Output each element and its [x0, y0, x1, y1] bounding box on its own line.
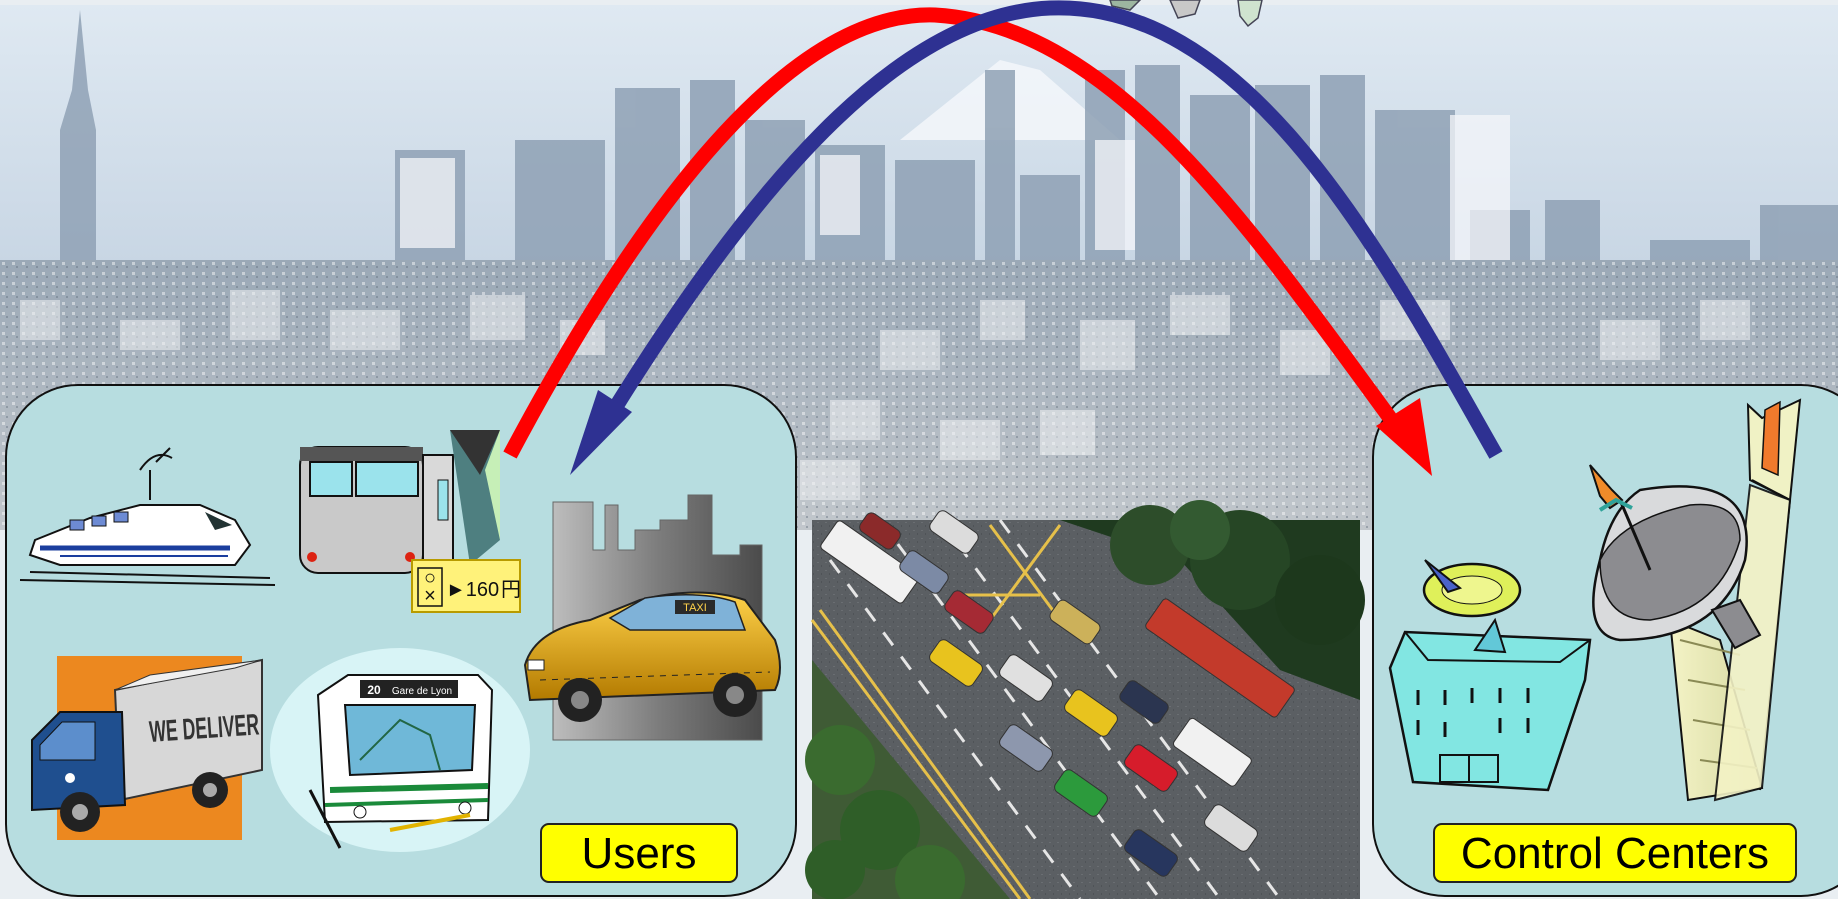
bullet-train-icon [19, 447, 276, 586]
users-label: Users [540, 823, 738, 883]
bus-route-number: 20 [367, 683, 381, 697]
traffic-aerial-photo [805, 500, 1365, 899]
fare-sign-symbols-2: × [424, 585, 436, 607]
control-centers-label: Control Centers [1433, 823, 1797, 883]
control-centers-label-text: Control Centers [1461, 829, 1769, 878]
city-bus-icon: 20 Gare de Lyon [270, 648, 530, 852]
fare-sign: ○ × ►160 円 [411, 559, 521, 613]
truck-side-text: WE DELIVER [148, 708, 260, 749]
taxi-sign-text: TAXI [683, 602, 707, 614]
fare-sign-symbols: ○ [424, 567, 436, 589]
fare-sign-price: ►160 [446, 579, 499, 601]
fare-sign-unit: 円 [501, 579, 521, 601]
control-building-icon [1388, 559, 1592, 792]
uplink-arrow [503, 7, 1432, 476]
radar-tower-icon [1589, 398, 1802, 802]
downlink-arrow [570, 0, 1503, 475]
users-label-text: Users [582, 829, 697, 878]
delivery-truck-icon: WE DELIVER [31, 656, 263, 840]
satellite-icon [1109, 0, 1263, 28]
commuter-train-icon [299, 430, 500, 574]
taxi-icon: TAXI [523, 494, 781, 741]
bus-destination: Gare de Lyon [392, 686, 452, 697]
